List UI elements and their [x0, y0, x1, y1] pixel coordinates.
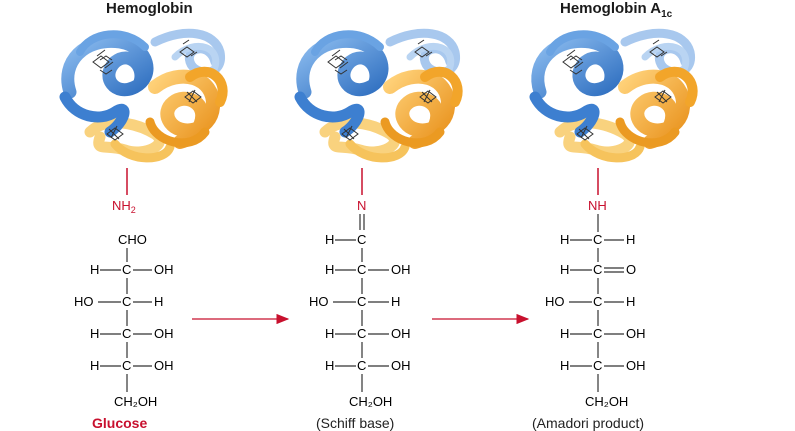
- amadori-ch2oh: CH₂OH: [585, 394, 628, 409]
- hemoglobin-title: Hemoglobin: [106, 0, 193, 17]
- amadori-label: (Amadori product): [532, 415, 645, 431]
- svg-text:C: C: [122, 294, 131, 309]
- svg-text:H: H: [626, 294, 635, 309]
- svg-text:C: C: [357, 358, 366, 373]
- svg-text:H: H: [560, 358, 569, 373]
- svg-text:H: H: [560, 326, 569, 341]
- svg-text:OH: OH: [391, 358, 411, 373]
- svg-text:C: C: [122, 358, 131, 373]
- svg-text:C: C: [593, 326, 602, 341]
- schiff-base-structure: H C H C OH HO C H H C OH H: [309, 232, 411, 409]
- hemoglobin-protein-3: [535, 33, 693, 158]
- svg-text:H: H: [90, 326, 99, 341]
- svg-text:C: C: [357, 326, 366, 341]
- svg-text:H: H: [325, 326, 334, 341]
- svg-text:H: H: [391, 294, 400, 309]
- svg-text:H: H: [560, 232, 569, 247]
- glucose-ch2oh: CH₂OH: [114, 394, 157, 409]
- svg-text:C: C: [357, 294, 366, 309]
- hemoglobin-a1c-title: Hemoglobin A1c: [560, 0, 673, 20]
- svg-text:OH: OH: [391, 326, 411, 341]
- svg-text:O: O: [626, 262, 636, 277]
- svg-text:HO: HO: [545, 294, 565, 309]
- svg-text:H: H: [325, 232, 334, 247]
- svg-text:H: H: [90, 358, 99, 373]
- svg-text:H: H: [154, 294, 163, 309]
- svg-text:C: C: [357, 232, 366, 247]
- svg-text:HO: HO: [309, 294, 329, 309]
- svg-text:OH: OH: [626, 358, 646, 373]
- svg-text:H: H: [325, 262, 334, 277]
- amine-label-3: NH: [588, 198, 607, 213]
- svg-text:H: H: [626, 232, 635, 247]
- glucose-label: Glucose: [92, 415, 148, 431]
- svg-text:HO: HO: [74, 294, 94, 309]
- glucose-cho: CHO: [118, 232, 147, 247]
- schiff-base-label: (Schiff base): [316, 415, 395, 431]
- svg-text:H: H: [325, 358, 334, 373]
- svg-text:C: C: [357, 262, 366, 277]
- glucose-structure: CHO H C OH HO C H H C OH H C: [74, 232, 174, 409]
- svg-text:C: C: [593, 232, 602, 247]
- svg-text:OH: OH: [154, 326, 174, 341]
- imine-n-label: N: [357, 198, 366, 213]
- svg-text:C: C: [122, 326, 131, 341]
- schiff-ch2oh: CH₂OH: [349, 394, 392, 409]
- svg-text:OH: OH: [626, 326, 646, 341]
- svg-text:OH: OH: [154, 358, 174, 373]
- hemoglobin-protein-1: [65, 33, 223, 158]
- svg-text:OH: OH: [391, 262, 411, 277]
- svg-text:C: C: [122, 262, 131, 277]
- hemoglobin-protein-2: [300, 33, 458, 158]
- svg-text:OH: OH: [154, 262, 174, 277]
- svg-text:C: C: [593, 358, 602, 373]
- svg-text:C: C: [593, 294, 602, 309]
- svg-text:C: C: [593, 262, 602, 277]
- amine-label-1: NH2: [112, 198, 136, 215]
- svg-text:H: H: [560, 262, 569, 277]
- svg-text:H: H: [90, 262, 99, 277]
- amadori-structure: H C H H C O HO C H H C OH: [545, 232, 646, 409]
